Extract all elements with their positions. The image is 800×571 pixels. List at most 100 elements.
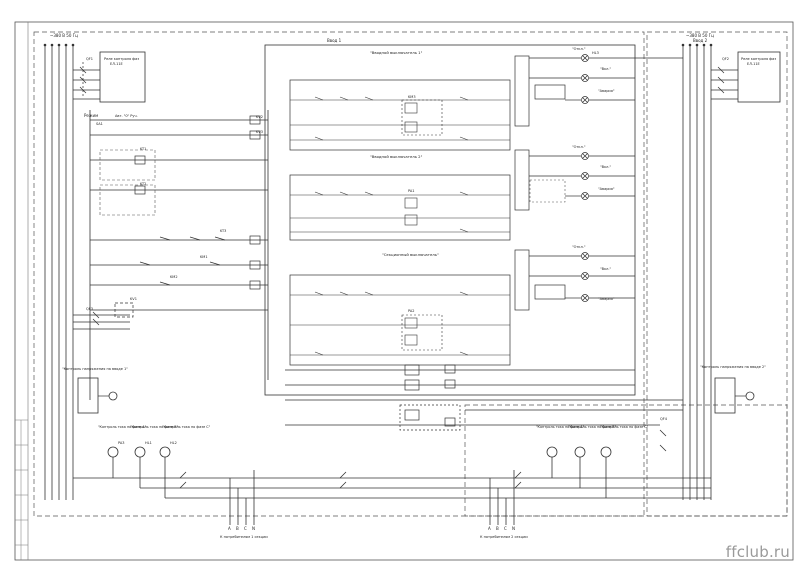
device-tag: QF3 xyxy=(86,307,93,311)
breaker-2-title: "Вводной выключатель 2" xyxy=(370,154,423,159)
breaker-1-vkl: "Вкл." xyxy=(600,67,611,71)
qf1-breaker xyxy=(79,62,87,96)
breaker-2-terminal-block xyxy=(514,149,530,211)
device-tag: PA2 xyxy=(408,309,415,313)
consumers-2-label: К потребителям 2 секции xyxy=(480,535,528,539)
breaker-3-enclosure xyxy=(289,274,511,366)
breaker-2-circuit xyxy=(290,191,510,233)
right-relay-feeds xyxy=(711,66,738,100)
drawing-frame xyxy=(14,21,794,561)
phase-c-1: C xyxy=(244,526,247,531)
phase-c-2: C xyxy=(504,526,507,531)
breaker-3-control xyxy=(534,284,566,300)
right-section-label: Ввод 2 xyxy=(693,38,708,43)
breaker-1-circuit xyxy=(290,96,510,141)
current-b-2-label: "Контроль тока по фазе В" xyxy=(568,425,617,429)
breaker-3-avaria: "Авария" xyxy=(598,297,615,301)
left-section-label: Ввод 1 xyxy=(327,38,342,43)
current-c-2-label: "Контроль тока по фазе С" xyxy=(600,425,649,429)
device-tag: HL2 xyxy=(170,441,177,445)
breaker-2-control-dashed xyxy=(529,179,566,203)
consumers-1-label: К потребителям 1 секции xyxy=(220,535,268,539)
breaker-2-otkl: "Откл." xyxy=(572,145,586,149)
device-tag: KT2 xyxy=(140,182,146,186)
device-tag: HL1 xyxy=(145,441,152,445)
voltage-2-label: "Контроль напряжения на вводе 2" xyxy=(700,365,766,369)
device-tag: KV1 xyxy=(130,297,137,301)
left-phase-relay xyxy=(99,51,146,103)
device-tag: HL3 xyxy=(592,51,599,55)
device-tag: KM1 xyxy=(200,255,208,259)
voltage-2-block xyxy=(714,377,736,414)
breaker-1-lamps xyxy=(529,54,635,104)
right-phase-bus xyxy=(682,45,712,500)
phase-b-2: B xyxy=(496,526,499,531)
breaker-3-terminal-block xyxy=(514,249,530,311)
current-a-1-label: "Контроль тока по фазе А" xyxy=(98,425,147,429)
left-relay-feeds xyxy=(73,69,100,100)
phase-a-1: A xyxy=(228,526,231,531)
current-b-1-label: "Контроль тока по фазе В" xyxy=(130,425,179,429)
right-phase-relay-model: ЕЛ-11Е xyxy=(747,62,760,66)
breaker-3-title: "Секционный выключатель" xyxy=(382,252,439,257)
ammeters-section-1 xyxy=(107,446,250,499)
breaker-1-otkl: "Откл." xyxy=(572,47,586,51)
breaker-3-lamps xyxy=(529,252,635,302)
phase-a-2: A xyxy=(488,526,491,531)
breaker-2-vkl: "Вкл." xyxy=(600,165,611,169)
output-bus-1 xyxy=(73,470,465,525)
lower-relay-rows xyxy=(285,364,635,431)
device-tag: KV2 xyxy=(256,115,263,119)
phase-b-1: B xyxy=(236,526,239,531)
inter-section-links xyxy=(465,57,683,426)
section-1-enclosure xyxy=(33,31,645,517)
voltmeter-1 xyxy=(108,391,118,401)
device-tag: QF4 xyxy=(660,417,668,421)
device-tag: SA1 xyxy=(96,122,103,126)
voltmeter-2 xyxy=(745,391,755,401)
breaker-2-lamps xyxy=(529,152,635,200)
device-tag: KM3 xyxy=(408,95,416,99)
breaker-2-avaria: "Авария" xyxy=(598,187,615,191)
device-tag: KT1 xyxy=(140,147,146,151)
breaker-1-control xyxy=(534,84,566,100)
left-control-rungs xyxy=(90,119,268,311)
left-control-dashed-groups xyxy=(99,149,156,216)
current-c-1-label: "Контроль тока по фазе С" xyxy=(162,425,211,429)
left-phase-relay-model: ЕЛ-11Е xyxy=(110,62,123,66)
device-tag: QF1 xyxy=(86,57,93,61)
lower-right-enclosure xyxy=(464,404,788,517)
title-block-strip xyxy=(15,419,28,560)
device-tag: KV3 xyxy=(256,130,263,134)
breaker-frame xyxy=(264,44,636,396)
left-control-contacts xyxy=(134,115,261,290)
device-tag: PA1 xyxy=(408,189,415,193)
device-tag: PA3 xyxy=(118,441,125,445)
voltage-1-block xyxy=(77,377,99,414)
mode-label: Режим xyxy=(84,113,98,118)
voltage-1-label: "Контроль напряжения на вводе 1" xyxy=(62,367,128,371)
mode-positions: Авт. "0" Руч. xyxy=(115,114,138,118)
neutral-2: N xyxy=(512,526,515,531)
breaker-1-terminal-block xyxy=(514,55,530,127)
breaker-1-avaria: "Авария" xyxy=(598,89,615,93)
breaker-1-enclosure xyxy=(289,79,511,151)
qf2-block xyxy=(73,302,134,330)
ammeters-section-2 xyxy=(465,429,711,525)
right-supply-label: ~380 В 50 Гц xyxy=(686,33,714,38)
breaker-3-circuit xyxy=(290,291,510,356)
left-phase-bus xyxy=(44,45,74,500)
device-tag: KT3 xyxy=(220,229,226,233)
section-2-enclosure xyxy=(646,31,788,517)
neutral-1: N xyxy=(252,526,255,531)
breaker-2-enclosure xyxy=(289,174,511,241)
breaker-3-vkl: "Вкл." xyxy=(600,267,611,271)
watermark: ffclub.ru xyxy=(725,543,790,561)
breaker-3-otkl: "Откл." xyxy=(572,245,586,249)
breaker-1-title: "Вводной выключатель 1" xyxy=(370,50,423,55)
current-a-2-label: "Контроль тока по фазе А" xyxy=(536,425,585,429)
right-bus-terminals xyxy=(681,43,713,47)
device-tag: KM2 xyxy=(170,275,178,279)
